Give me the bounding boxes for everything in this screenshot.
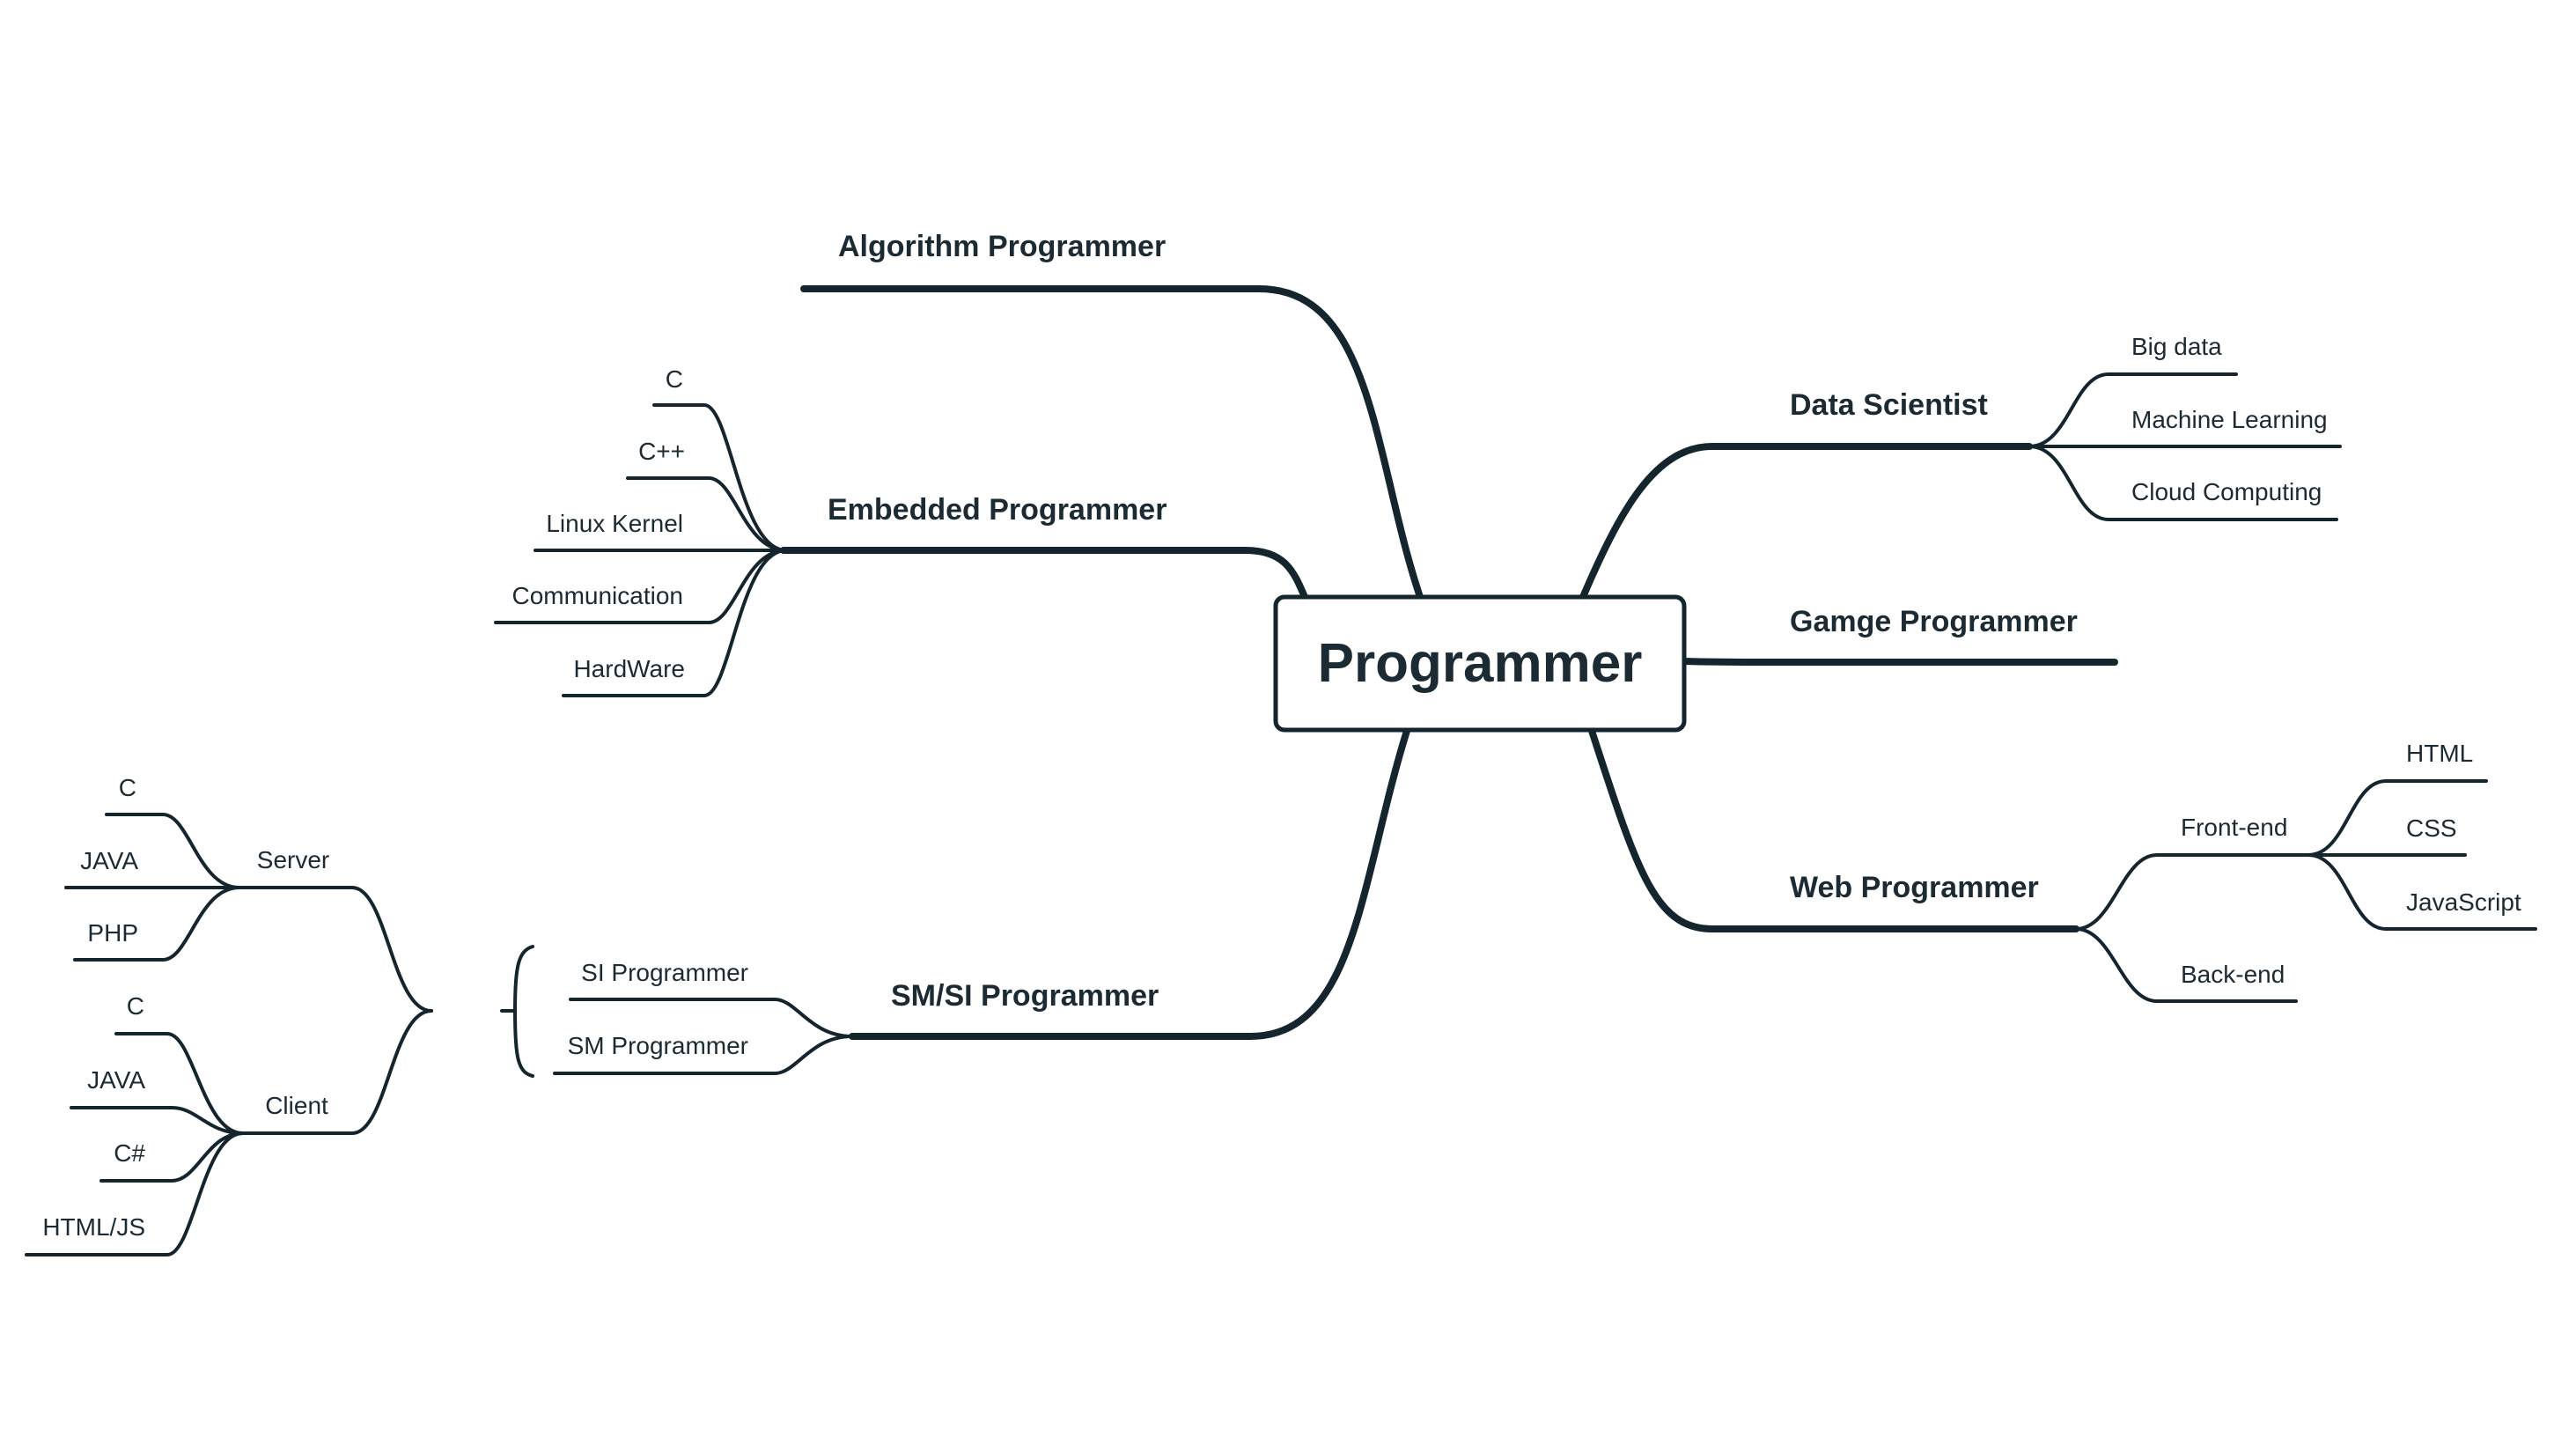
edge-root-data: [1579, 443, 2033, 601]
summary-bracket: [500, 945, 534, 1078]
edge-client-c: [114, 1032, 245, 1135]
server-label[interactable]: Server: [257, 846, 329, 873]
frontend-child-css[interactable]: CSS: [2406, 814, 2457, 842]
edge-root-embedded: [780, 547, 1308, 601]
server-child-java[interactable]: JAVA: [80, 847, 138, 874]
edge-root-smsi: [849, 727, 1410, 1040]
root-label: Programmer: [1318, 633, 1643, 694]
data-child-cloud-computing[interactable]: Cloud Computing: [2131, 478, 2322, 505]
embedded-child-c[interactable]: C: [666, 365, 683, 393]
edge-summary-server: [238, 886, 433, 1013]
data-child-big-data[interactable]: Big data: [2131, 333, 2222, 360]
web-backend-label[interactable]: Back-end: [2181, 961, 2285, 988]
smsi-children: SI Programmer SM Programmer Server Clien…: [25, 774, 854, 1256]
client-child-c[interactable]: C: [127, 992, 144, 1020]
web-children: Front-end Back-end HTML CSS JavaScript: [2074, 740, 2537, 1003]
edge-web-frontend: [2074, 853, 2310, 931]
client-child-csharp[interactable]: C#: [114, 1139, 145, 1167]
branch-data-label[interactable]: Data Scientist: [1790, 388, 1988, 422]
root-node-box: [1273, 594, 1687, 733]
edge-embedded-hw: [562, 549, 788, 697]
data-child-machine-learning[interactable]: Machine Learning: [2131, 406, 2328, 433]
client-label[interactable]: Client: [265, 1092, 328, 1119]
branch-algorithm-label[interactable]: Algorithm Programmer: [838, 230, 1166, 263]
edge-frontend-js: [2307, 853, 2537, 931]
embedded-children: C C++ Linux Kernel Communication HardWar…: [494, 365, 788, 697]
edge-root-algorithm: [800, 285, 1424, 601]
smsi-child-si-programmer[interactable]: SI Programmer: [581, 959, 748, 986]
embedded-child-cpp[interactable]: C++: [638, 438, 685, 465]
edge-server-php: [73, 886, 241, 962]
edge-web-backend: [2074, 927, 2298, 1003]
frontend-child-html[interactable]: HTML: [2406, 740, 2473, 767]
client-child-java[interactable]: JAVA: [87, 1066, 145, 1094]
client-child-html-js[interactable]: HTML/JS: [42, 1213, 145, 1241]
branch-smsi-label[interactable]: SM/SI Programmer: [891, 979, 1159, 1013]
edge-smsi-sm: [553, 1035, 854, 1075]
edge-server-c: [105, 813, 241, 889]
embedded-child-hardware[interactable]: HardWare: [573, 655, 685, 682]
edge-data-cloud: [2028, 445, 2338, 521]
edge-embedded-c: [652, 403, 788, 552]
server-child-c[interactable]: C: [119, 774, 136, 801]
edge-embedded-cpp: [626, 476, 788, 552]
server-child-php[interactable]: PHP: [87, 919, 138, 947]
embedded-child-communication[interactable]: Communication: [512, 582, 683, 609]
data-children: Big data Machine Learning Cloud Computin…: [2028, 333, 2342, 521]
edge-frontend-html: [2307, 779, 2488, 857]
branch-game-label[interactable]: Gamge Programmer: [1790, 605, 2078, 638]
edge-root-web: [1588, 727, 2079, 932]
edge-client-htmljs: [25, 1131, 245, 1256]
branch-web-label[interactable]: Web Programmer: [1790, 871, 2039, 904]
edge-root-game: [1681, 658, 2118, 666]
main-connectors: [780, 285, 2118, 1040]
frontend-child-javascript[interactable]: JavaScript: [2406, 888, 2521, 916]
root-node[interactable]: Programmer: [1273, 594, 1687, 733]
smsi-child-sm-programmer[interactable]: SM Programmer: [568, 1032, 748, 1059]
edge-data-bigdata: [2028, 372, 2238, 448]
edge-summary-client: [241, 1009, 433, 1135]
edge-smsi-si: [569, 998, 854, 1038]
edge-client-java: [70, 1106, 245, 1135]
branch-embedded-label[interactable]: Embedded Programmer: [828, 493, 1167, 527]
web-frontend-label[interactable]: Front-end: [2181, 814, 2287, 841]
embedded-child-linux-kernel[interactable]: Linux Kernel: [546, 510, 683, 537]
